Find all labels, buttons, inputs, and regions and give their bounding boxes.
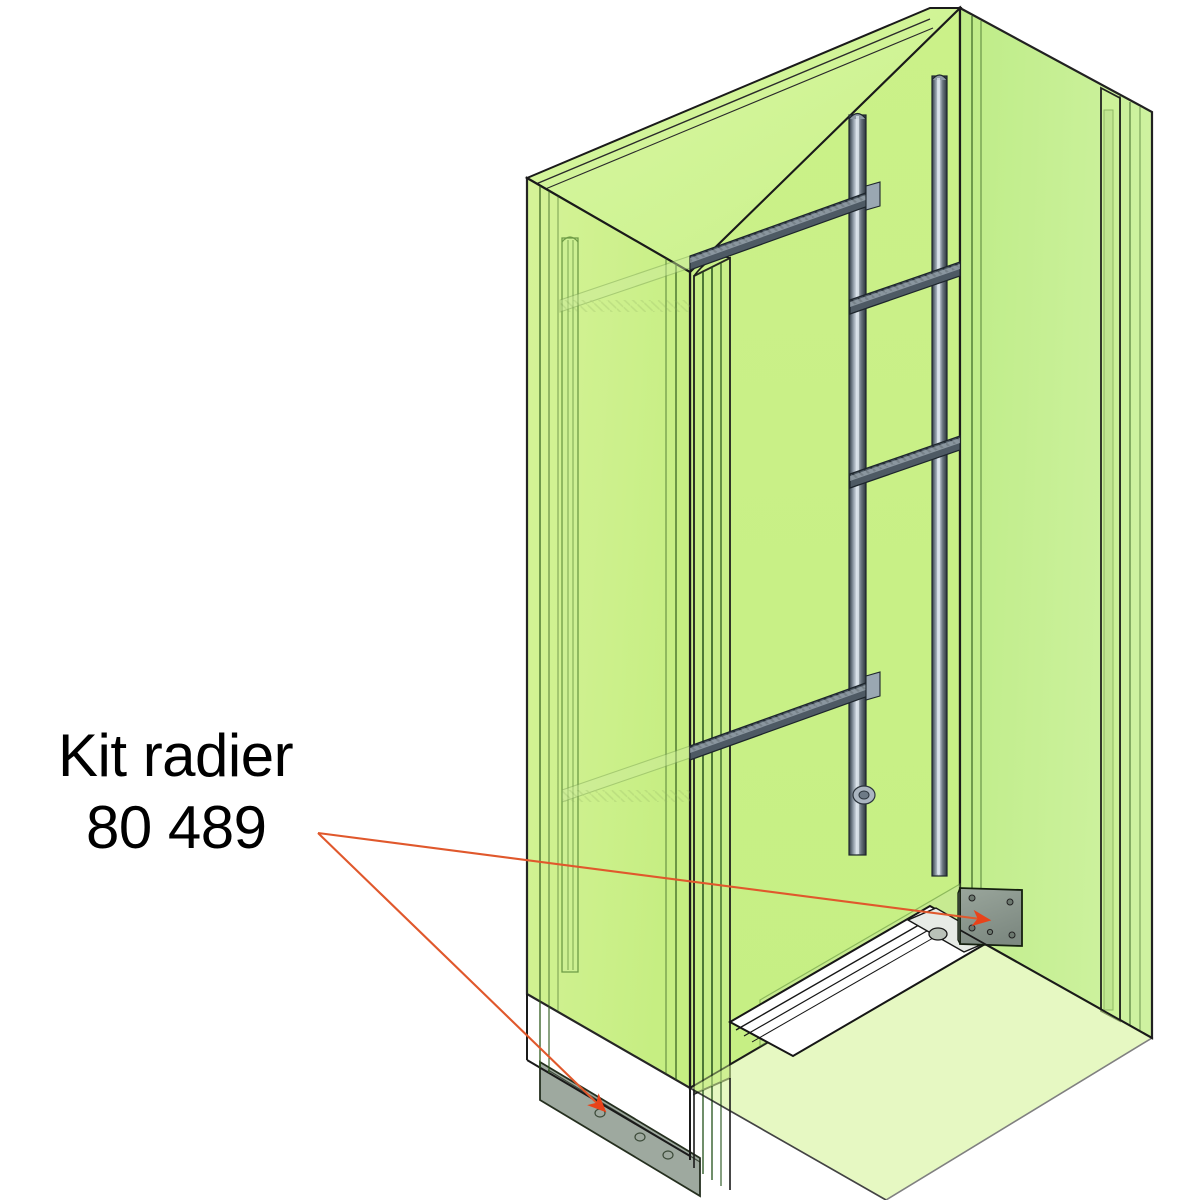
right-side-panel — [958, 6, 1154, 1040]
callout-leaders — [317, 831, 992, 1113]
threaded-rod-upper — [559, 181, 881, 313]
callout-title: Kit radier — [58, 722, 294, 789]
center-divider-post — [693, 256, 731, 1096]
left-inner-post — [561, 236, 579, 973]
ghost-post-right — [1103, 109, 1114, 1011]
callout-reference-number: 80 489 — [86, 794, 267, 861]
bolt-nut-detail — [852, 785, 876, 805]
threaded-rod-mid — [849, 435, 961, 489]
corner-bracket-arrow — [317, 831, 992, 927]
bottom-frame-edges — [526, 929, 1153, 1200]
vertical-steel-post-rear — [931, 74, 948, 877]
threaded-rod-lower — [561, 671, 881, 803]
base-rail-arrow — [317, 832, 607, 1113]
threaded-rod-upper-mid — [849, 261, 961, 315]
left-side-panel — [525, 176, 692, 1090]
